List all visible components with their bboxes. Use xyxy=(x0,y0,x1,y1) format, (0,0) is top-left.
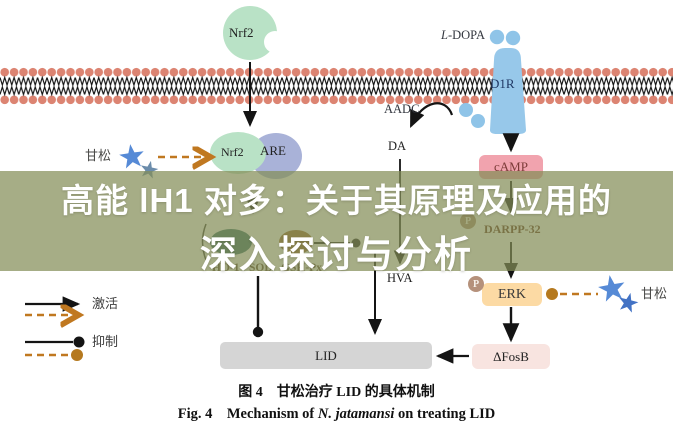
aadc-conversion-arrow xyxy=(409,102,454,129)
herb-inhibits-erk-dashed-line xyxy=(546,288,598,300)
caption-en-prefix: Fig. 4 Mechanism of xyxy=(177,406,318,422)
banner-title-line2: 深入探讨与分析 xyxy=(200,234,473,275)
herb-star-right xyxy=(596,272,641,314)
fosb-box: ΔFosB xyxy=(472,344,550,369)
hva-label: HVA xyxy=(387,271,413,285)
legend-inhibit-label: 抑制 xyxy=(92,334,119,349)
herb-label-right: 甘松 xyxy=(641,286,668,301)
overlay-banner: 高能 lH1 对多：关于其原理及应用的 深入探讨与分析 xyxy=(0,171,673,275)
nrf2-protein-shape xyxy=(223,6,286,60)
banner-title-line1: 高能 lH1 对多：关于其原理及应用的 xyxy=(61,182,612,219)
caption-chinese: 图 4 甘松治疗 LID 的具体机制 xyxy=(238,385,435,400)
nrf2-top-label: Nrf2 xyxy=(229,25,254,40)
d1r-receptor-shape xyxy=(490,48,526,134)
dopamine-molecule-dots xyxy=(459,103,485,128)
ldopa-label-italic-l: L xyxy=(441,28,448,42)
da-label: DA xyxy=(388,139,407,153)
caption-en-species-italic: N. jatamansi xyxy=(317,406,395,422)
lid-box: LID xyxy=(220,342,432,369)
legend-inhibit-lines xyxy=(25,336,85,361)
d1r-label: D1R xyxy=(490,76,515,91)
phospho-badge-erk: P xyxy=(468,276,484,292)
cell-membrane xyxy=(0,67,673,105)
herb-label-left: 甘松 xyxy=(85,148,112,163)
legend-activate-label: 激活 xyxy=(92,296,119,311)
ldopa-label: L-DOPA xyxy=(441,28,486,43)
aadc-label: AADC xyxy=(384,102,420,116)
erk-box: ERK xyxy=(482,283,542,306)
nrf2-complex-label: Nrf2 xyxy=(221,145,244,159)
are-label: ARE xyxy=(260,143,286,158)
enzymes-inhibit-lid-line xyxy=(252,276,264,338)
nrf2-are-complex-shape xyxy=(210,132,302,179)
ldopa-label-rest: -DOPA xyxy=(447,28,486,42)
ldopa-molecule-dots xyxy=(489,29,521,46)
caption-en-suffix: on treating LID xyxy=(394,406,496,422)
legend-activate-arrows xyxy=(25,296,78,315)
caption-english: Fig. 4 Mechanism of N. jatamansi on trea… xyxy=(0,402,673,423)
